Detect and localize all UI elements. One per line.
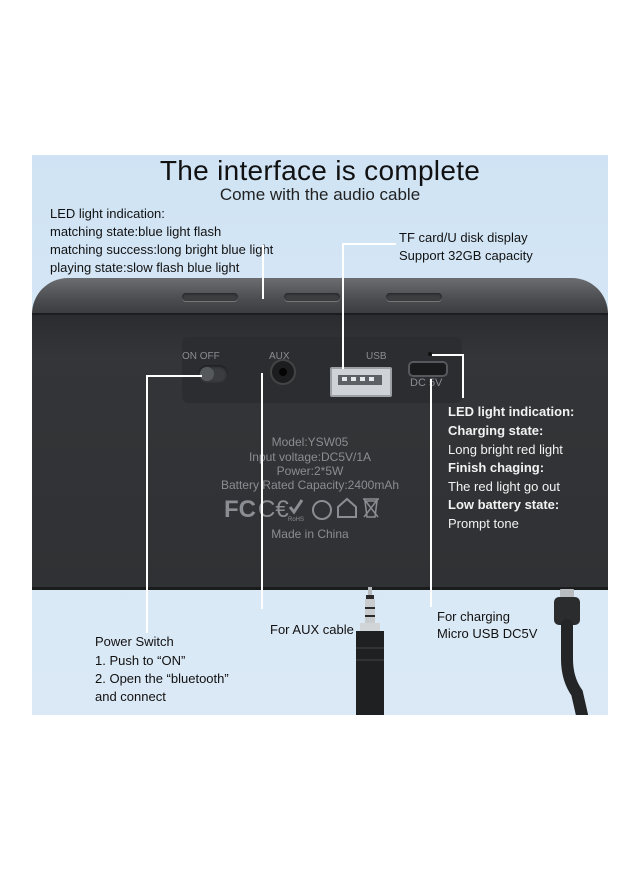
switch-callout-line-h bbox=[146, 375, 202, 377]
power-switch-icon bbox=[198, 365, 228, 383]
speaker-button-1 bbox=[182, 293, 238, 301]
led-indicator-icon bbox=[428, 352, 432, 356]
speaker-button-2 bbox=[284, 293, 340, 301]
power-switch-title: Power Switch bbox=[95, 634, 174, 649]
model-text: Model:YSW05 bbox=[271, 435, 349, 449]
finish-charging-label: Finish chaging: bbox=[448, 460, 545, 475]
switch-callout-line-v bbox=[146, 375, 148, 633]
aux-cable-label: For AUX cable bbox=[270, 622, 354, 637]
charging-state-label: Charging state: bbox=[448, 423, 544, 438]
tf-callout-line-h bbox=[342, 243, 396, 245]
led-right-callout-line-h bbox=[432, 354, 464, 356]
tf-card-line-2: Support 32GB capacity bbox=[399, 248, 533, 263]
aux-cable-icon bbox=[350, 587, 390, 715]
switch-printed-label: ON OFF bbox=[182, 351, 220, 362]
led-top-line-1: matching state:blue light flash bbox=[50, 224, 222, 239]
aux-port-icon bbox=[272, 361, 294, 383]
svg-text:C€: C€ bbox=[258, 496, 289, 523]
certification-marks-icon: FC C€ RoHS bbox=[224, 493, 404, 523]
usb-port-icon bbox=[330, 367, 392, 397]
aux-callout-line bbox=[261, 373, 263, 609]
led-callout-line bbox=[262, 245, 264, 299]
low-battery-text: Prompt tone bbox=[448, 516, 519, 531]
battery-text: Battery Rated Capacity:2400mAh bbox=[220, 478, 400, 492]
tf-card-line-1: TF card/U disk display bbox=[399, 230, 528, 245]
led-right-title: LED light indication: bbox=[448, 404, 575, 419]
power-switch-step-2: 2. Open the “bluetooth” bbox=[95, 671, 229, 686]
svg-text:RoHS: RoHS bbox=[288, 517, 304, 523]
tf-callout-line-v bbox=[342, 243, 344, 369]
led-right-callout-line-v bbox=[462, 354, 464, 398]
power-switch-step-3: and connect bbox=[95, 689, 166, 704]
led-top-line-2: matching success:long bright blue light bbox=[50, 242, 274, 257]
page-title: The interface is complete bbox=[159, 155, 481, 186]
input-voltage-text: Input voltage:DC5V/1A bbox=[248, 450, 372, 464]
micro-usb-port-icon bbox=[408, 361, 448, 377]
svg-text:FC: FC bbox=[224, 496, 256, 523]
led-top-line-3: playing state:slow flash blue light bbox=[50, 260, 240, 275]
usb-printed-label: USB bbox=[366, 351, 387, 362]
charging-line-2: Micro USB DC5V bbox=[437, 626, 538, 641]
charging-state-text: Long bright red light bbox=[448, 442, 563, 457]
power-switch-step-1: 1. Push to “ON” bbox=[95, 653, 186, 668]
charging-line-1: For charging bbox=[437, 609, 510, 624]
led-top-title: LED light indication: bbox=[50, 206, 165, 221]
dc-printed-label: DC 5V bbox=[410, 377, 443, 389]
speaker-button-3 bbox=[386, 293, 442, 301]
page-subtitle: Come with the audio cable bbox=[219, 185, 421, 204]
micro-usb-cable-icon bbox=[542, 589, 592, 715]
power-text: Power:2*5W bbox=[276, 464, 344, 478]
low-battery-label: Low battery state: bbox=[448, 497, 560, 512]
product-image-panel: The interface is complete Come with the … bbox=[32, 155, 608, 715]
aux-printed-label: AUX bbox=[269, 351, 290, 362]
dc-callout-line bbox=[430, 379, 432, 607]
made-in-text: Made in China bbox=[271, 527, 349, 541]
finish-charging-text: The red light go out bbox=[448, 479, 561, 494]
